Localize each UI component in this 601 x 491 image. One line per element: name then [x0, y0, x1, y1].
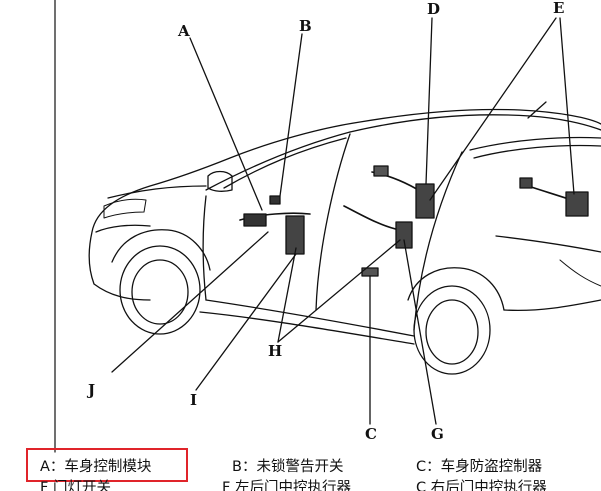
callout-A: A: [178, 22, 190, 40]
leader-G: [403, 239, 437, 425]
component-rear-latch: [415, 183, 435, 219]
component-rear-door-actuator: [395, 221, 413, 249]
windshield: [205, 131, 351, 191]
legend-highlight-box: [26, 448, 188, 482]
front-wheel-rim: [131, 259, 189, 325]
c-pillar: [413, 151, 463, 331]
side-mirror: [207, 170, 233, 192]
leader-E-1: [429, 17, 557, 201]
callout-E: E: [553, 0, 565, 17]
callout-C: C: [365, 425, 377, 443]
front-wheel-tire: [119, 245, 201, 335]
hood-line: [107, 185, 207, 199]
front-door-front-edge: [202, 195, 207, 301]
leader-H-2: [277, 239, 401, 343]
rear-window-inner: [473, 144, 601, 159]
tail-detail: [559, 259, 601, 287]
antenna: [527, 101, 547, 119]
callout-G: G: [431, 425, 444, 443]
door-bottom-line: [205, 299, 415, 337]
legend-item-row2-3: C 右后门中控执行器: [416, 480, 547, 491]
component-trunk-actuator: [565, 191, 589, 217]
callout-I: I: [190, 391, 198, 409]
legend-item-C: C：车身防盗控制器: [416, 459, 543, 475]
rear-window: [469, 136, 601, 151]
headlight: [103, 198, 147, 219]
leader-D: [425, 17, 433, 185]
leader-J: [111, 231, 269, 373]
front-wheel-arch: [111, 229, 211, 271]
leader-H-1: [277, 247, 297, 343]
leader-A: [189, 37, 263, 211]
legend-item-A: A：车身控制模块: [40, 459, 152, 475]
wiring-harness-middle: [343, 205, 401, 231]
b-pillar: [315, 133, 351, 311]
rear-quarter: [503, 299, 601, 312]
callout-J: J: [88, 381, 96, 399]
roof-line: [349, 114, 601, 133]
rear-bumper-line: [495, 235, 601, 253]
component-roof-sensor: [373, 165, 389, 177]
rear-wheel-rim: [425, 299, 479, 365]
callout-B: B: [299, 17, 312, 35]
rear-wheel-tire: [413, 285, 491, 375]
callout-H: H: [268, 342, 283, 360]
legend-item-row2-2: F 左后门中控执行器: [222, 480, 351, 491]
legend-item-B: B：未锁警告开关: [232, 459, 344, 475]
a-pillar: [223, 137, 347, 189]
front-bumper: [95, 224, 151, 233]
component-body-control-module: [243, 213, 267, 227]
leader-B: [279, 33, 303, 197]
legend-item-row2-1: F 门灯开关: [40, 480, 111, 491]
callout-D: D: [427, 0, 441, 18]
leader-E-2: [559, 17, 575, 195]
rear-wheel-arch: [407, 267, 505, 311]
component-unlock-warning-switch: [269, 195, 281, 205]
component-trunk-sensor: [519, 177, 533, 189]
leader-I: [195, 253, 297, 391]
component-front-door-actuator: [285, 215, 305, 255]
